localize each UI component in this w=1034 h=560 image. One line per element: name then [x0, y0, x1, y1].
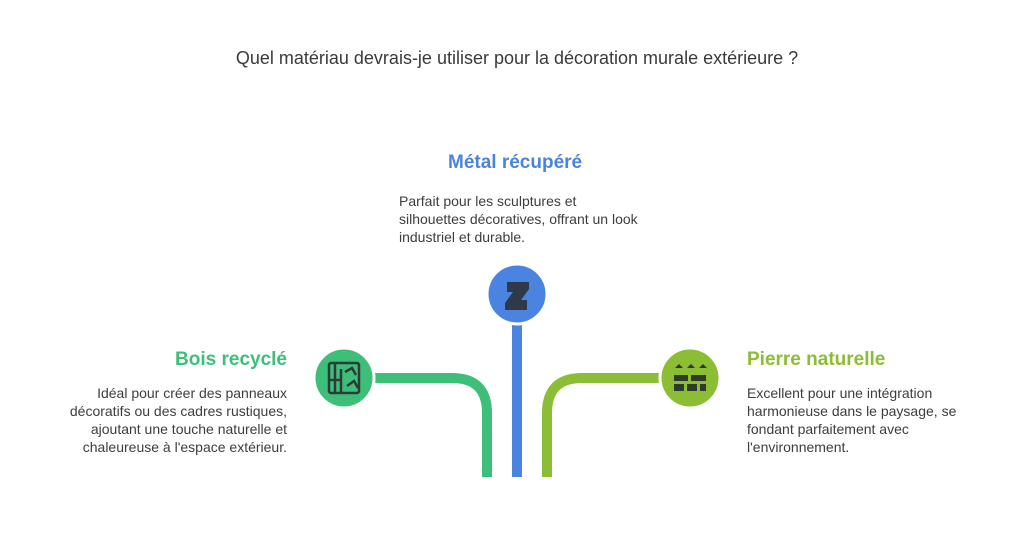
diagram-question: Quel matériau devrais-je utiliser pour l…	[235, 48, 799, 68]
metal-title: Métal récupéré	[448, 152, 583, 173]
metal-node	[485, 262, 549, 326]
pierre-description: Excellent pour une intégration harmonieu…	[747, 385, 957, 455]
deviantart-metal-icon	[505, 282, 529, 310]
bois-description: Idéal pour créer des panneaux décoratifs…	[69, 385, 287, 455]
stone-wall-icon	[674, 364, 707, 391]
pierre-node	[658, 346, 722, 410]
pierre-connector-line	[542, 373, 662, 477]
metal-description: Parfait pour les sculptures et silhouett…	[399, 193, 638, 245]
bois-node	[312, 346, 376, 410]
bois-connector-line	[372, 373, 492, 477]
metal-connector-line	[512, 322, 522, 477]
wood-panel-icon	[327, 361, 361, 395]
pierre-title: Pierre naturelle	[747, 349, 886, 370]
bois-title: Bois recyclé	[175, 349, 287, 370]
